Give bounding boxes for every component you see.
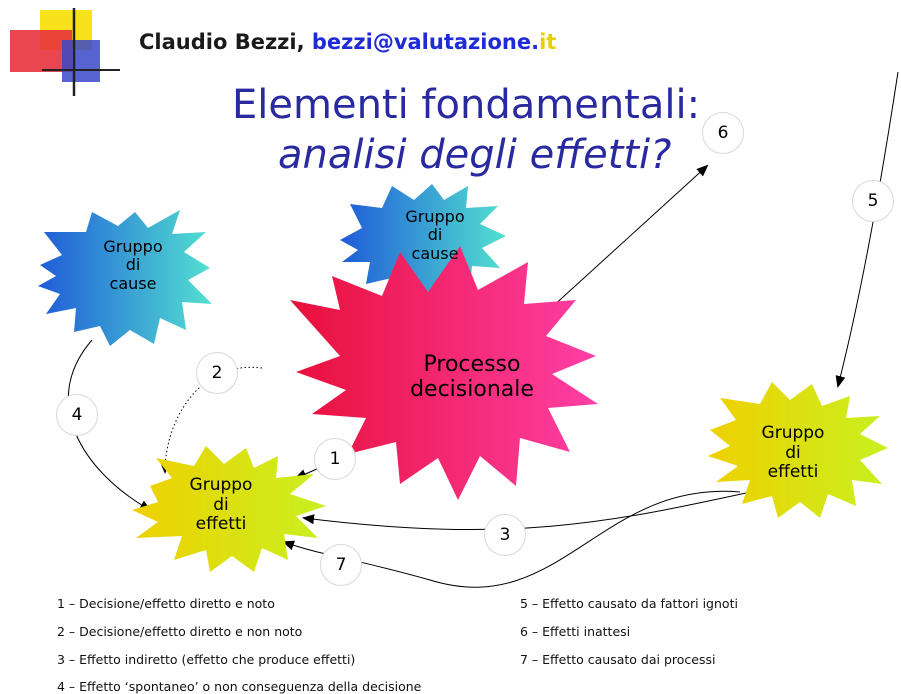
author-header: Claudio Bezzi, bezzi@valutazione.it: [139, 30, 556, 54]
cause-left-line-2: di: [125, 255, 141, 275]
effects-left-shape: [132, 446, 326, 572]
legend-item-4: 4 – Effetto ‘spontaneo’ o non conseguenz…: [57, 679, 422, 694]
logo-red-square: [10, 30, 72, 72]
effects-left-line-2: di: [213, 494, 229, 515]
cause-left-line-3: cause: [109, 273, 157, 293]
legend-item-1: 1 – Decisione/effetto diretto e noto: [57, 596, 275, 611]
process-line-1: Processo: [423, 352, 521, 377]
cause-top-label: Gruppo di cause: [390, 207, 480, 263]
slide-title: Elementi fondamentali:: [232, 82, 701, 128]
legend-item-7: 7 – Effetto causato dai processi: [520, 652, 716, 667]
cause-left-line-1: Gruppo: [103, 237, 163, 256]
effects-right-line-3: effetti: [767, 462, 819, 483]
process-label: Processo decisionale: [372, 352, 572, 403]
effects-right-label: Gruppo di effetti: [748, 423, 838, 483]
process-shape: [290, 246, 598, 500]
cause-top-line-2: di: [427, 225, 443, 245]
marker-5: 5: [852, 180, 894, 222]
email-tld[interactable]: it: [539, 30, 557, 54]
cause-top-line-3: cause: [411, 243, 459, 263]
cause-left-label: Gruppo di cause: [88, 237, 178, 293]
email-user[interactable]: bezzi: [311, 30, 373, 54]
cause-left-shape: [38, 210, 212, 346]
marker-7: 7: [320, 544, 362, 586]
arrow-2-hidden: [160, 366, 263, 474]
effects-left-line-1: Gruppo: [189, 475, 253, 495]
author-name: Claudio Bezzi,: [139, 30, 305, 54]
cause-top-line-1: Gruppo: [405, 207, 465, 226]
slide-subtitle: analisi degli effetti?: [278, 132, 672, 178]
logo-graphic: [10, 8, 120, 96]
logo-blue-square: [62, 40, 100, 82]
marker-2: 2: [196, 352, 238, 394]
legend-item-6: 6 – Effetti inattesi: [520, 624, 631, 639]
email-domain[interactable]: @valutazione.: [372, 30, 540, 54]
marker-1: 1: [314, 438, 356, 480]
marker-6: 6: [702, 112, 744, 154]
effects-left-label: Gruppo di effetti: [176, 475, 266, 535]
legend-item-5: 5 – Effetto causato da fattori ignoti: [520, 596, 738, 611]
effects-right-shape: [708, 382, 888, 518]
effects-right-line-1: Gruppo: [761, 423, 825, 443]
legend-item-2: 2 – Decisione/effetto diretto e non noto: [57, 624, 303, 639]
effects-right-line-2: di: [785, 442, 801, 463]
marker-4: 4: [56, 394, 98, 436]
process-line-2: decisionale: [410, 377, 534, 403]
arrow-6-unexpected: [539, 164, 709, 319]
marker-3: 3: [484, 514, 526, 556]
effects-left-line-3: effetti: [195, 514, 247, 535]
legend-item-3: 3 – Effetto indiretto (effetto che produ…: [57, 652, 356, 667]
arrow-3-indirect: [302, 489, 761, 530]
arrow-5-unknown: [835, 71, 899, 388]
